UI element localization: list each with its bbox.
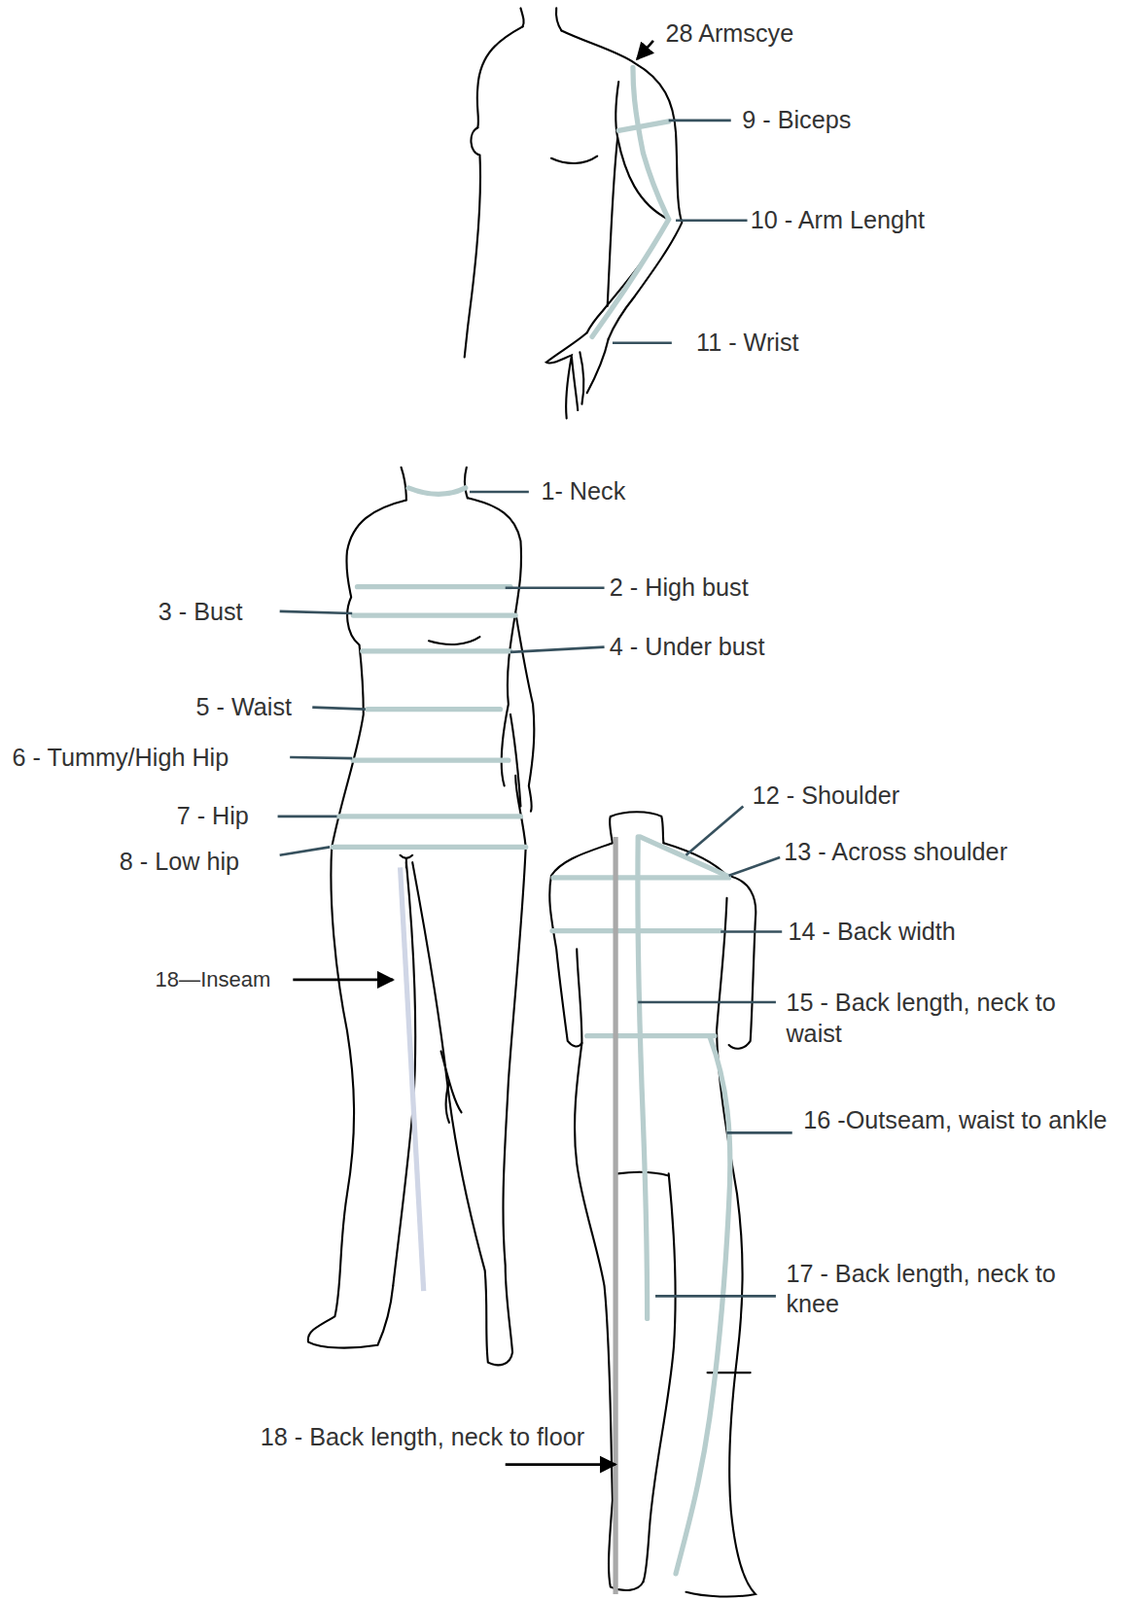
- inseam-line: [400, 867, 424, 1292]
- back-figure: [549, 811, 756, 1597]
- callout-label: 2 - High bust: [609, 572, 876, 603]
- callout-label: 18—Inseam: [155, 966, 291, 994]
- callout-label: 4 - Under bust: [609, 632, 876, 663]
- back-measure-lines: [552, 837, 731, 1575]
- callout-label: 8 - Low hip: [119, 845, 273, 877]
- callout-label: 13 - Across shoulder: [783, 837, 1090, 868]
- front-measure-bands: [332, 488, 526, 848]
- callout-label: 7 - Hip: [176, 801, 275, 832]
- callout-label: 14 - Back width: [788, 916, 1055, 948]
- callout-label: 3 - Bust: [158, 597, 277, 628]
- front-figure: [308, 467, 535, 1366]
- callout-label: 17 - Back length, neck to knee: [785, 1259, 1113, 1321]
- callout-label: 10 - Arm Lenght: [750, 205, 1017, 236]
- callout-label: 6 - Tummy/High Hip: [12, 742, 286, 774]
- leader-lines: [612, 40, 748, 344]
- neck-to-floor-line: [612, 837, 618, 1595]
- callout-label: 28 Armscye: [666, 18, 891, 49]
- leader-lines: [505, 806, 793, 1465]
- callout-label: 18 - Back length, neck to floor: [260, 1422, 588, 1453]
- leader-lines: [278, 492, 605, 981]
- callout-label: 9 - Biceps: [741, 105, 987, 136]
- callout-label: 16 -Outseam, waist to ankle: [803, 1105, 1110, 1136]
- callout-label: 12 - Shoulder: [752, 780, 1008, 811]
- callout-label: 15 - Back length, neck to waist: [785, 987, 1077, 1050]
- callout-label: 5 - Waist: [196, 692, 309, 723]
- callout-label: 1- Neck: [540, 476, 745, 507]
- arm-figure: [464, 7, 683, 419]
- arm-measure-lines: [592, 67, 669, 337]
- callout-label: 11 - Wrist: [696, 327, 901, 358]
